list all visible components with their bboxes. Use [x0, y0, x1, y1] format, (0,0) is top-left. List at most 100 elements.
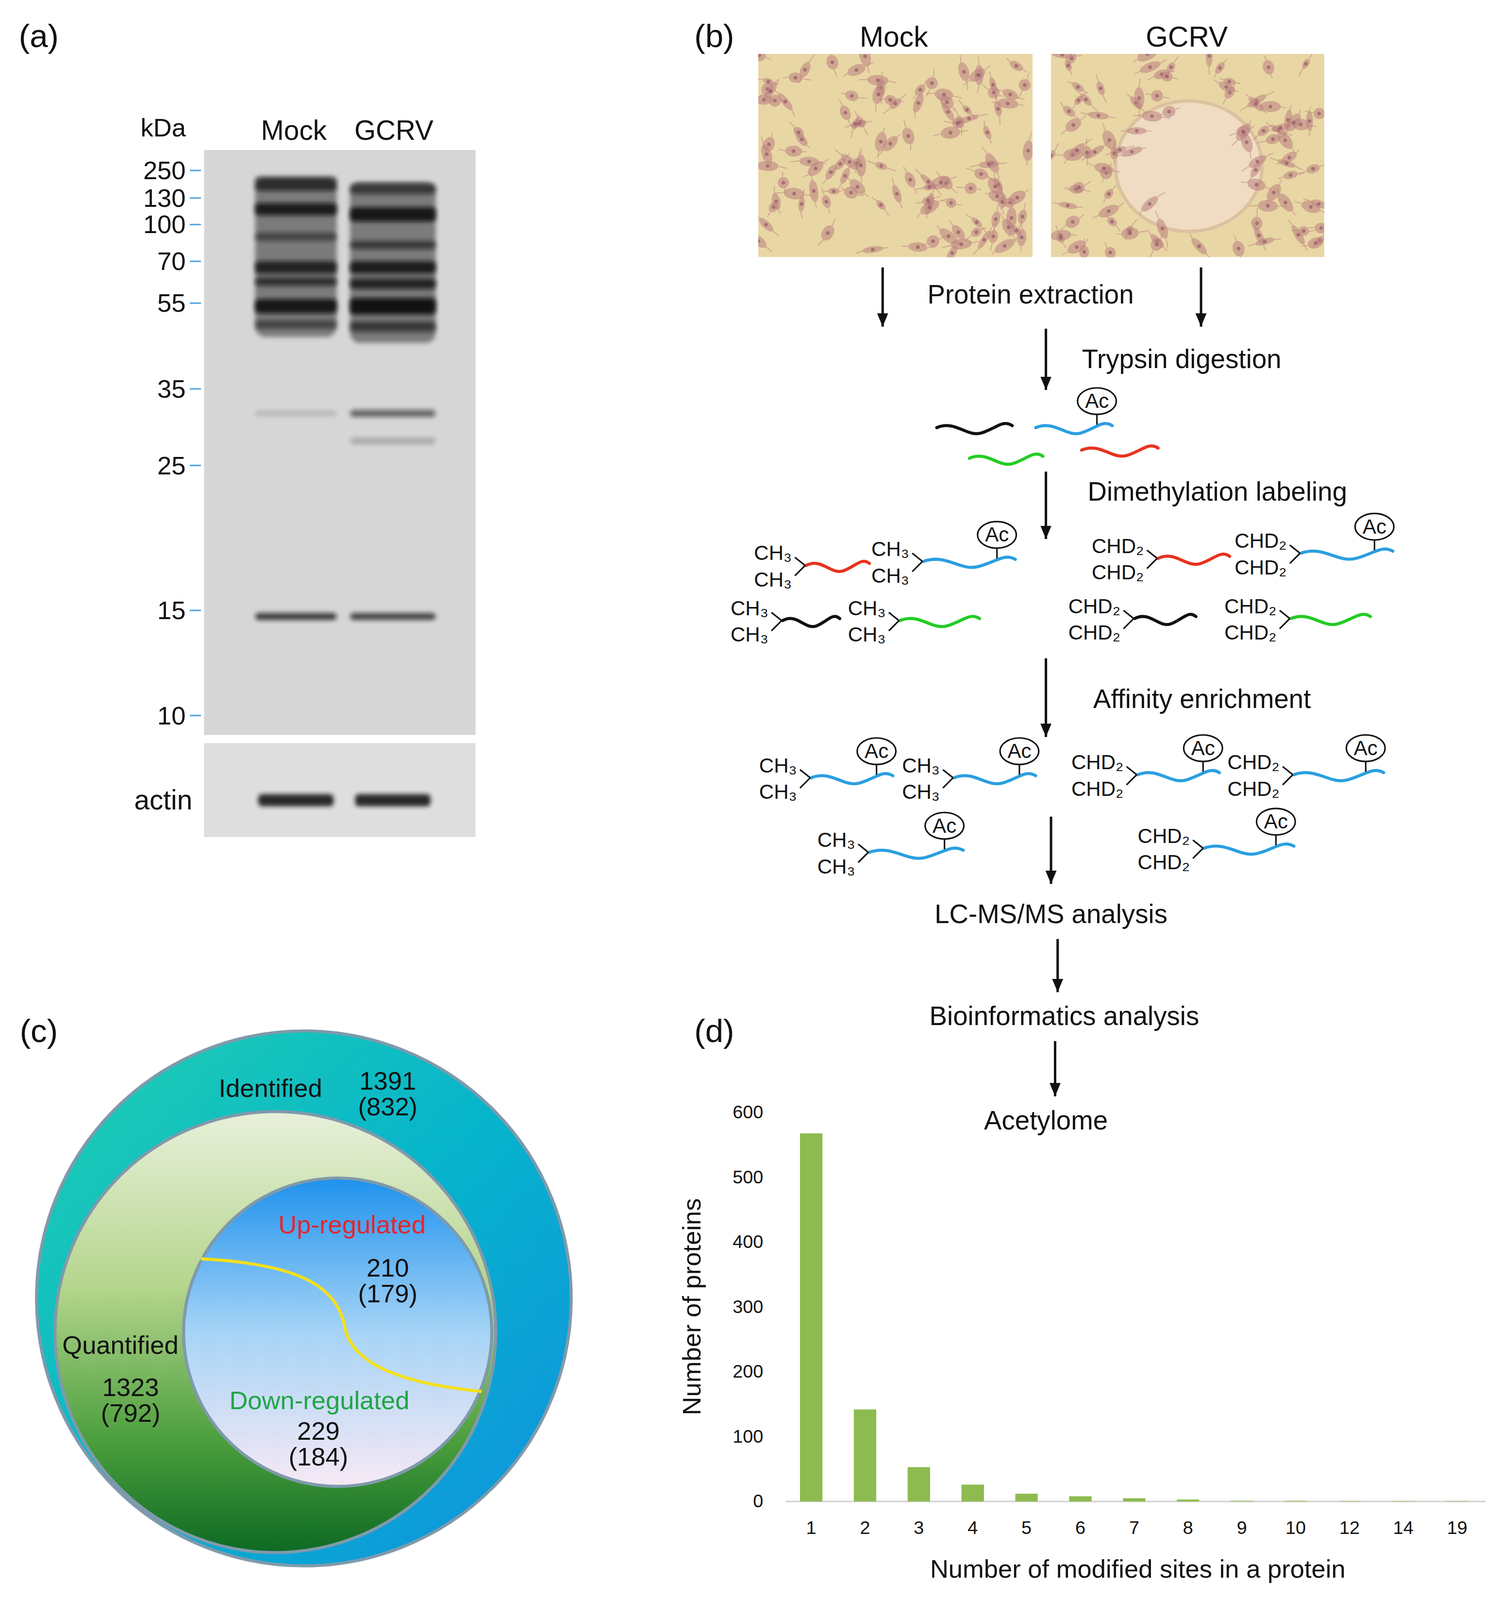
tick-label: 2 [859, 1516, 870, 1539]
chem-label: CH₃ [871, 537, 910, 561]
chem-label: CHD₂ [1071, 777, 1124, 801]
panel-label: (c) [19, 1011, 58, 1050]
micrograph-image [758, 53, 1033, 257]
tick-label: 600 [732, 1101, 764, 1123]
chem-label: CHD₂ [1091, 560, 1144, 584]
marker-label: 10 [157, 700, 186, 730]
marker-label: 55 [157, 288, 186, 318]
set-label: Identified [218, 1073, 322, 1103]
tick-label: 10 [1285, 1516, 1306, 1539]
marker-label: 15 [157, 595, 186, 625]
axis-unit: kDa [140, 113, 186, 143]
acetyl-label: Ac [1084, 389, 1109, 413]
tick-label: 4 [967, 1516, 978, 1539]
chem-label: CH₃ [901, 780, 940, 804]
tick-label: 300 [732, 1296, 764, 1318]
micrograph: Mock [758, 53, 1033, 257]
tick-label: 5 [1021, 1516, 1032, 1539]
chem-label: CHD₂ [1068, 620, 1121, 645]
marker-label: 130 [143, 183, 186, 213]
tick-label: 9 [1236, 1516, 1248, 1539]
tick-label: 0 [752, 1490, 764, 1512]
set-label: 1323 (792) [84, 1374, 177, 1426]
tick-label: 100 [732, 1425, 764, 1448]
flow-arrow [1056, 938, 1059, 993]
protein-label: actin [133, 783, 193, 816]
chem-label: CHD₂ [1137, 823, 1190, 848]
step-label: Protein extraction [927, 279, 1134, 311]
lane-label: GCRV [354, 114, 434, 147]
image-heading: Mock [859, 20, 929, 54]
tick-label: 6 [1075, 1516, 1086, 1539]
tick-label: 12 [1339, 1516, 1360, 1539]
step-label: Affinity enrichment [1093, 683, 1311, 715]
marker-label: 100 [143, 209, 186, 239]
panel-label: (b) [694, 16, 734, 55]
acetyl-label: Ac [1007, 739, 1032, 763]
chem-label: CH₃ [848, 622, 886, 647]
tick-label: 8 [1183, 1516, 1194, 1539]
axis-title: Number of proteins [677, 1197, 707, 1415]
process-step: LC-MS/MS analysis [930, 895, 1172, 934]
tick-label: 500 [732, 1166, 764, 1188]
chem-label: CH₃ [759, 780, 798, 804]
bar-chart [785, 1133, 1486, 1501]
chem-label: CH₃ [730, 596, 769, 620]
micrograph: GCRV [1050, 53, 1325, 257]
acetyl-label: Ac [932, 813, 957, 837]
chem-label: CHD₂ [1137, 850, 1190, 874]
set-label: 229 (184) [272, 1418, 365, 1470]
chem-label: CHD₂ [1227, 777, 1280, 801]
step-label: Dimethylation labeling [1087, 476, 1348, 508]
tick-label: 19 [1447, 1516, 1468, 1539]
acetyl-label: Ac [984, 522, 1009, 547]
chem-label: CH₃ [730, 622, 769, 647]
set-circle: Up-regulated210 (179)Down-regulated229 (… [181, 1175, 494, 1488]
set-label: Quantified [62, 1330, 179, 1360]
panel-label: (a) [18, 16, 59, 55]
marker-label: 25 [157, 450, 186, 480]
acetyl-label: Ac [1264, 809, 1288, 834]
tick-label: 200 [732, 1360, 764, 1383]
chem-label: CHD₂ [1224, 620, 1277, 645]
step-text: Bioinformatics analysis [929, 1000, 1200, 1032]
marker-label: 70 [157, 246, 186, 276]
process-step: Bioinformatics analysis [925, 997, 1204, 1036]
chem-label: CH₃ [817, 828, 856, 852]
step-text: LC-MS/MS analysis [934, 899, 1168, 930]
marker-label: 35 [157, 374, 186, 404]
chem-label: CHD₂ [1071, 750, 1124, 774]
step-text: Acetylome [983, 1105, 1108, 1136]
chem-label: CH₃ [753, 541, 792, 565]
tick-label: 7 [1129, 1516, 1140, 1539]
chem-label: CH₃ [817, 854, 856, 878]
chem-label: CHD₂ [1234, 529, 1287, 553]
step-label: Trypsin digestion [1082, 343, 1282, 375]
tick-label: 14 [1393, 1516, 1414, 1539]
acetyl-label: Ac [1191, 736, 1216, 760]
western-blot [189, 150, 476, 837]
peptide-illustration [771, 387, 1394, 863]
chem-label: CH₃ [759, 753, 798, 777]
set-label: 1391 (832) [341, 1068, 434, 1120]
acetyl-label: Ac [1353, 736, 1378, 760]
chem-label: CHD₂ [1224, 594, 1277, 618]
chem-label: CH₃ [901, 753, 940, 777]
acetyl-label: Ac [864, 739, 889, 763]
chem-label: CHD₂ [1234, 555, 1287, 580]
image-heading: GCRV [1145, 20, 1228, 54]
set-label: Down-regulated [229, 1385, 410, 1415]
acetyl-label: Ac [1362, 514, 1387, 538]
lane-label: Mock [261, 114, 328, 147]
micrograph-image [1050, 53, 1325, 257]
chem-label: CH₃ [753, 567, 792, 592]
marker-label: 250 [143, 155, 186, 185]
axis-title: Number of modified sites in a protein [930, 1553, 1346, 1584]
set-label: 210 (179) [341, 1254, 434, 1306]
set-circle: Quantified1323 (792)Up-regulated210 (179… [52, 1109, 498, 1554]
panel-label: (d) [694, 1011, 734, 1050]
tick-label: 1 [806, 1516, 817, 1539]
flow-arrow [1053, 1040, 1057, 1097]
tick-label: 3 [913, 1516, 924, 1539]
